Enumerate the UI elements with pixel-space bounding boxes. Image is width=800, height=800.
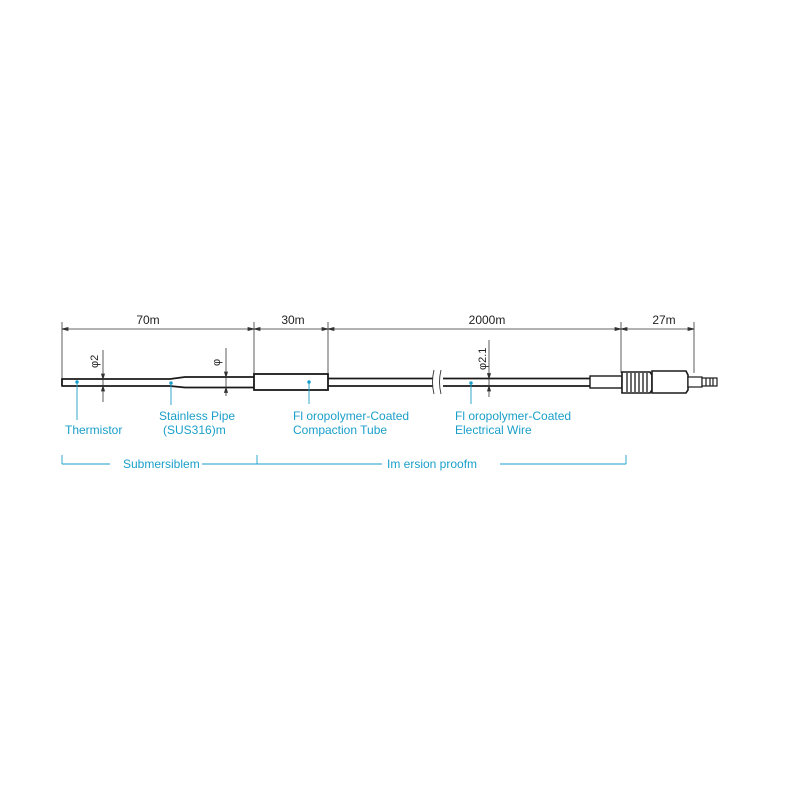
audio-plug-icon (687, 376, 718, 388)
connector-housing (651, 370, 689, 394)
extension-lines (61, 322, 695, 378)
compaction-tube (253, 373, 329, 391)
electrical-wire-label-line2: Electrical Wire (455, 423, 532, 437)
dim-2000-label: 2000m (469, 313, 506, 327)
dim-30-label: 30m (281, 313, 304, 327)
strain-relief-boot (589, 375, 623, 389)
wire-diameter-label: φ2.1 (477, 348, 489, 370)
stainless-pipe-label: Stainless Pipe (159, 409, 235, 423)
electrical-wire (328, 377, 590, 387)
dimension-lines (61, 326, 695, 332)
leader-lines (75, 380, 473, 420)
immersion-proof-zone-label: Im ersion proofm (387, 457, 477, 471)
break-symbol-icon (432, 369, 442, 395)
connector-grip (621, 371, 653, 394)
pipe-diameter-label: φ (211, 359, 223, 366)
diameter-marker-thermistor (100, 350, 106, 402)
dim-27-label: 27m (652, 313, 675, 327)
thermistor-probe (61, 376, 255, 389)
diameter-marker-pipe (223, 348, 229, 396)
compaction-tube-label: Fl oropolymer-Coated (293, 409, 409, 423)
thermistor-label: Thermistor (65, 423, 122, 437)
stainless-pipe-material-label: (SUS316)m (163, 423, 226, 437)
dim-70-label: 70m (136, 313, 159, 327)
diameter-marker-wire (486, 340, 492, 397)
electrical-wire-label: Fl oropolymer-Coated (455, 409, 571, 423)
submersible-zone-label: Submersiblem (123, 457, 200, 471)
compaction-tube-label-line2: Compaction Tube (293, 423, 387, 437)
thermistor-diameter-label: φ2 (89, 355, 101, 368)
zone-brackets (61, 455, 627, 465)
